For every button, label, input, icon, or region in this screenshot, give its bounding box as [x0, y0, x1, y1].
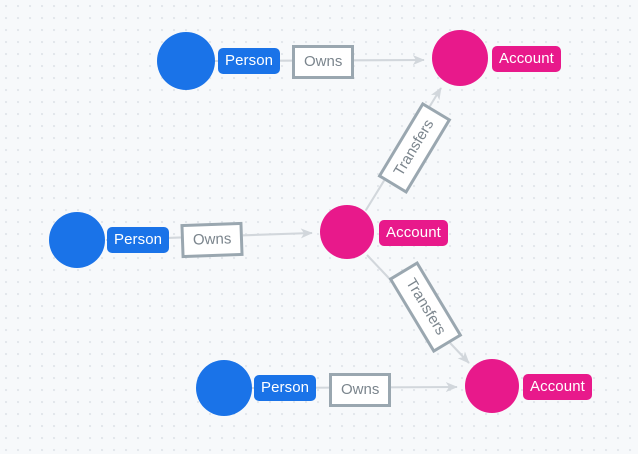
edge-label-owns-2[interactable]: Owns: [180, 221, 244, 259]
node-label-person-3[interactable]: Person: [254, 375, 317, 401]
node-label-account-3[interactable]: Account: [523, 374, 592, 400]
node-account-1[interactable]: [432, 30, 488, 86]
node-label-account-2[interactable]: Account: [379, 220, 448, 246]
edge-label-owns-1[interactable]: Owns: [292, 45, 355, 79]
node-account-2[interactable]: [320, 205, 374, 259]
node-label-account-1[interactable]: Account: [492, 46, 561, 72]
node-label-person-1[interactable]: Person: [218, 48, 281, 74]
node-person-3[interactable]: [196, 360, 252, 416]
node-account-3[interactable]: [465, 359, 519, 413]
node-person-1[interactable]: [157, 32, 215, 90]
edge-label-owns-3[interactable]: Owns: [329, 373, 392, 407]
node-person-2[interactable]: [49, 212, 105, 268]
node-label-person-2[interactable]: Person: [107, 227, 170, 253]
